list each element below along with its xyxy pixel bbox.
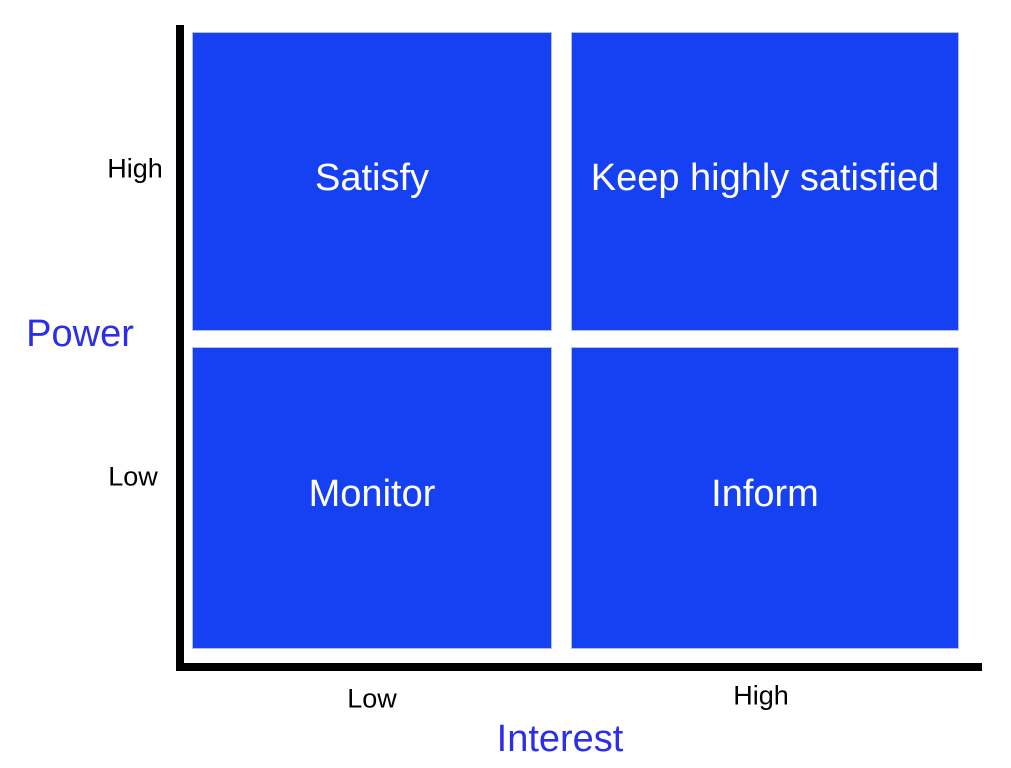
quadrant-inform-label: Inform: [711, 473, 819, 515]
x-axis-line: [176, 663, 982, 671]
x-axis-title: Interest: [496, 718, 624, 760]
y-axis-tick-low: Low: [108, 461, 158, 492]
quadrant-monitor: Monitor: [193, 348, 551, 648]
quadrant-monitor-label: Monitor: [308, 473, 436, 515]
y-axis-tick-high: High: [107, 153, 163, 184]
y-axis-title: Power: [26, 313, 134, 355]
quadrant-inform: Inform: [572, 348, 958, 648]
x-axis-tick-high: High: [733, 680, 789, 711]
quadrant-keep-highly-satisfied: Keep highly satisfied: [572, 33, 958, 330]
quadrant-keep-highly-satisfied-label: Keep highly satisfied: [590, 156, 940, 199]
quadrant-satisfy: Satisfy: [193, 33, 551, 330]
y-axis-line: [176, 25, 184, 671]
x-axis-tick-low: Low: [347, 683, 397, 714]
quadrant-satisfy-label: Satisfy: [314, 156, 430, 199]
